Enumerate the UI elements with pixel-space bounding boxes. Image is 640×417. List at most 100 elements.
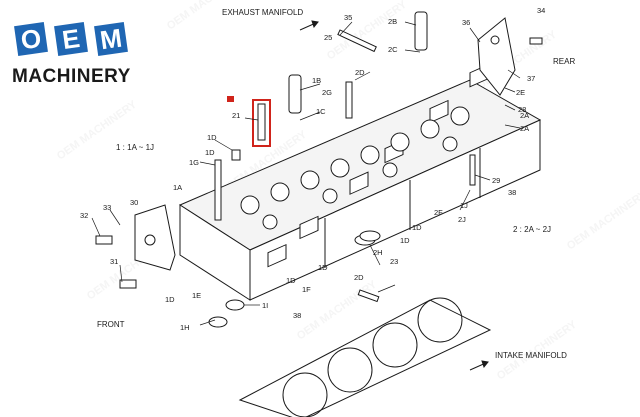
callout: 38 xyxy=(508,188,516,197)
intake-arrowhead xyxy=(481,360,489,369)
callout: 2D xyxy=(355,68,365,77)
callout: 2G xyxy=(322,88,332,97)
bracket-30 xyxy=(134,204,176,271)
valve-spring xyxy=(300,170,320,190)
callout: 25 xyxy=(324,33,332,42)
valve-spring xyxy=(420,119,440,139)
callout: 1H xyxy=(180,323,190,332)
front-bracket xyxy=(134,204,176,271)
leader-lines xyxy=(91,21,521,326)
rear-bracket xyxy=(477,17,543,96)
stud-2g xyxy=(345,81,353,119)
valve-spring xyxy=(322,188,338,204)
exhaust-arrowhead xyxy=(311,20,319,29)
callout: 1D xyxy=(286,276,296,285)
callout: 2F xyxy=(434,208,443,217)
callout: 1B xyxy=(312,76,321,85)
port xyxy=(349,171,369,195)
gasket-bore xyxy=(282,372,328,417)
callout: 1D xyxy=(400,236,410,245)
plug-1i xyxy=(225,299,245,311)
gasket-bore xyxy=(327,347,373,393)
watermark-text: OEM MACHINERY xyxy=(55,98,140,162)
port xyxy=(267,243,287,268)
callout: 2A xyxy=(520,111,529,120)
callout: 37 xyxy=(527,74,535,83)
callout: 28 xyxy=(518,105,526,114)
highlight-box xyxy=(252,99,271,147)
callout: 1J xyxy=(460,201,468,210)
callout: 2A xyxy=(520,124,529,133)
callout: 23 xyxy=(390,257,398,266)
valve-springs xyxy=(240,106,470,230)
studs-and-bolts xyxy=(95,11,476,328)
valve-spring xyxy=(360,145,380,165)
callout: 2H xyxy=(373,248,383,257)
stud-23 xyxy=(357,289,380,303)
bolt-31 xyxy=(119,279,137,289)
gasket-bore xyxy=(417,297,463,343)
callout: 33 xyxy=(103,203,111,212)
callout: 1D xyxy=(165,295,175,304)
seal-2h-upper xyxy=(359,230,381,242)
logo-wordmark: MACHINERY xyxy=(12,66,131,87)
direction-arrows xyxy=(299,20,489,371)
callout: 31 xyxy=(110,257,118,266)
stud-25 xyxy=(337,29,377,53)
callout-numbers: 34 35 36 25 2B 2C 37 2D 1B 2G 2E 28 21 1… xyxy=(80,6,545,332)
valve-spring xyxy=(330,158,350,178)
callout: 2J xyxy=(458,215,466,224)
highlighted-head-bolt[interactable] xyxy=(227,96,271,147)
valve-spring xyxy=(262,214,278,230)
valve-spring xyxy=(270,182,290,202)
callout: 1D xyxy=(207,133,217,142)
sleeve-2b xyxy=(414,11,428,51)
gasket-bore xyxy=(372,322,418,368)
callout: 29 xyxy=(492,176,500,185)
valve-spring xyxy=(442,136,458,152)
callout: 1D xyxy=(318,263,328,272)
head-side-face xyxy=(249,119,541,301)
valve-spring xyxy=(240,195,260,215)
callout: 38 xyxy=(293,311,301,320)
highlight-marker xyxy=(227,96,234,102)
callout: 1F xyxy=(302,285,311,294)
exhaust-manifold-label: EXHAUST MANIFOLD xyxy=(222,8,303,17)
bolt-32 xyxy=(95,235,113,245)
head-bolt xyxy=(257,103,266,141)
port xyxy=(299,215,319,240)
callout: 2E xyxy=(516,88,525,97)
callout: 1C xyxy=(316,107,326,116)
cylinder-head-body xyxy=(178,79,542,301)
valve-spring xyxy=(390,132,410,152)
group-2-label: 2 : 2A ~ 2J xyxy=(513,225,551,234)
callout: 1A xyxy=(173,183,182,192)
valve-spring xyxy=(382,162,398,178)
valve-spring xyxy=(450,106,470,126)
stud-29 xyxy=(469,154,476,186)
port xyxy=(429,99,449,124)
callout: 1G xyxy=(189,158,199,167)
watermark-text: OEM MACHINERY xyxy=(565,188,640,252)
intake-manifold-label: INTAKE MANIFOLD xyxy=(495,351,567,360)
callout: 2D xyxy=(354,273,364,282)
bracket-36 xyxy=(477,17,516,96)
callout: 34 xyxy=(537,6,545,15)
callout: 1D xyxy=(205,148,215,157)
callout: 1D xyxy=(412,223,422,232)
rear-label: REAR xyxy=(553,57,575,66)
callout: 30 xyxy=(130,198,138,207)
front-label: FRONT xyxy=(97,320,125,329)
bolt-34 xyxy=(529,37,543,45)
callout: 1I xyxy=(262,301,268,310)
callout: 35 xyxy=(344,13,352,22)
plug-1h xyxy=(208,316,228,328)
oem-machinery-logo: O E M MACHINERY xyxy=(10,18,140,88)
stud-1g xyxy=(214,159,222,221)
callout: 21 xyxy=(232,111,240,120)
diagram-labels: EXHAUST MANIFOLD INTAKE MANIFOLD REAR FR… xyxy=(97,8,575,360)
group-1-label: 1 : 1A ~ 1J xyxy=(116,143,154,152)
callout: 1E xyxy=(192,291,201,300)
callout: 2B xyxy=(388,17,397,26)
